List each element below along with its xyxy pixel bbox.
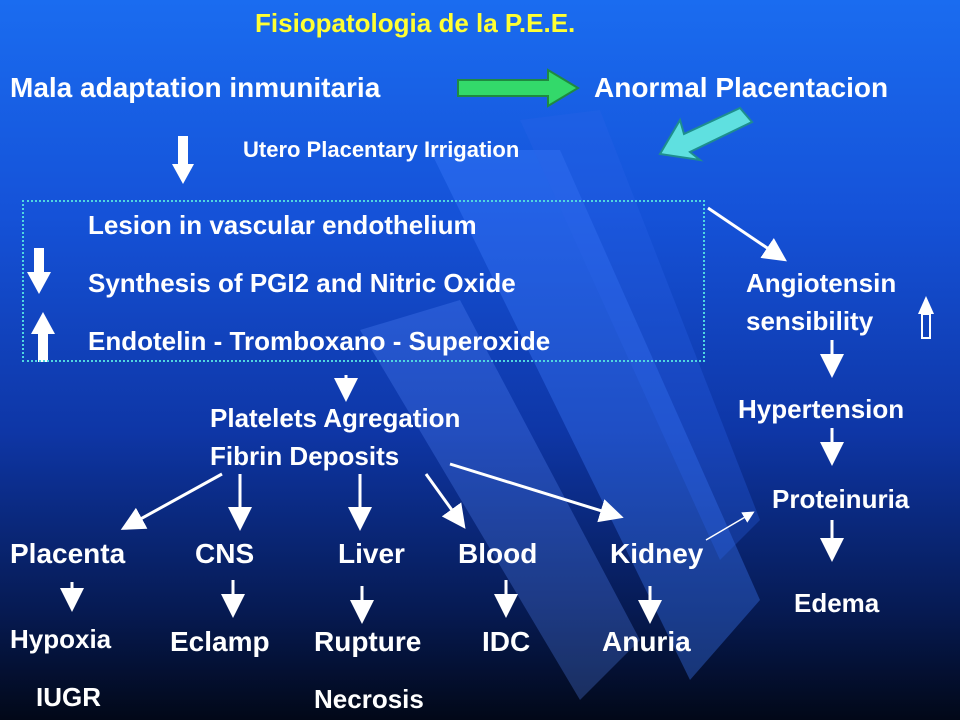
label-sensibility: sensibility <box>746 306 874 336</box>
label-edema: Edema <box>794 588 880 618</box>
arrow-to-kidney <box>449 462 624 523</box>
label-hypoxia: Hypoxia <box>10 624 112 654</box>
label-anuria: Anuria <box>602 626 691 657</box>
label-rupture: Rupture <box>314 626 422 657</box>
label-placenta: Placenta <box>10 538 126 569</box>
endothelium-box <box>22 200 705 362</box>
label-synthesis: Synthesis of PGI2 and Nitric Oxide <box>88 268 516 298</box>
label-hypertension: Hypertension <box>738 394 905 424</box>
angiotensin-increase-arrow <box>918 296 934 339</box>
label-iugr: IUGR <box>36 682 101 712</box>
arrow-to-placenta <box>120 472 223 530</box>
label-platelets: Platelets Agregation <box>210 403 461 433</box>
label-angiotensin: Angiotensin <box>746 268 897 298</box>
decrease-arrow <box>27 248 51 294</box>
arrow-to-blood <box>424 473 466 529</box>
label-utero-irrigation: Utero Placentary Irrigation <box>243 137 520 162</box>
arrow-to-angiotensin <box>707 206 787 262</box>
label-proteinuria: Proteinuria <box>772 484 910 514</box>
label-kidney: Kidney <box>610 538 704 569</box>
label-mala-adaptation: Mala adaptation inmunitaria <box>10 72 381 103</box>
label-anormal-placentacion: Anormal Placentacion <box>594 72 889 103</box>
label-fibrin: Fibrin Deposits <box>210 441 400 471</box>
increase-arrow <box>31 312 55 362</box>
green-right-arrow <box>457 68 580 108</box>
down-arrow-irrigation <box>172 136 194 184</box>
label-blood: Blood <box>458 538 538 569</box>
label-eclamp: Eclamp <box>170 626 270 657</box>
page-title: Fisiopatologia de la P.E.E. <box>255 8 576 38</box>
cyan-diagonal-arrow <box>658 106 754 162</box>
label-liver: Liver <box>338 538 405 569</box>
label-cns: CNS <box>195 538 255 569</box>
arrow-kidney-to-proteinuria <box>705 511 755 541</box>
label-necrosis: Necrosis <box>314 684 424 714</box>
label-lesion: Lesion in vascular endothelium <box>88 210 477 240</box>
label-endotelin: Endotelin - Tromboxano - Superoxide <box>88 326 551 356</box>
label-idc: IDC <box>482 626 531 657</box>
